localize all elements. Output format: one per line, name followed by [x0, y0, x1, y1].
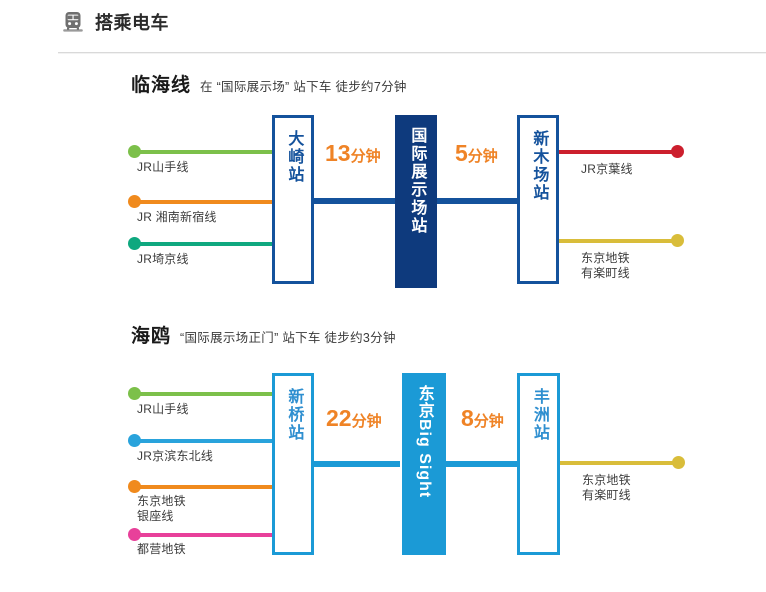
feeder-label: 东京地铁 有楽町线	[582, 473, 631, 502]
line-endpoint-dot	[128, 145, 141, 158]
train-icon	[60, 10, 86, 36]
feeder-label: JR京葉线	[581, 162, 633, 176]
feeder-label: JR山手线	[137, 160, 189, 174]
station-name: 大崎站	[285, 130, 303, 184]
travel-time-number: 5	[455, 140, 468, 166]
station-name: 新桥站	[285, 388, 303, 442]
line-endpoint-dot	[128, 195, 141, 208]
feeder-line	[559, 150, 677, 154]
feeder-label: JR山手线	[137, 402, 189, 416]
travel-time-unit: 分钟	[467, 148, 498, 165]
section-heading-rinkai: 临海线 在 “国际展示场” 站下车 徒步约7分钟	[131, 70, 407, 97]
connector-bar	[310, 461, 400, 467]
header-divider	[58, 52, 766, 54]
station-name: 国际展示场站	[408, 127, 426, 235]
section-note: “国际展示场正门” 站下车 徒步约3分钟	[180, 331, 396, 345]
section-name: 海鸥	[131, 326, 172, 347]
connector-bar	[433, 198, 521, 204]
station-name: 东京Big Sight	[415, 385, 433, 499]
feeder-line	[560, 461, 678, 465]
station-box-shimbashi[interactable]: 新桥站	[272, 373, 314, 555]
feeder-line	[136, 439, 276, 443]
station-name: 新木场站	[530, 130, 548, 202]
travel-time-unit: 分钟	[473, 413, 504, 430]
feeder-line	[136, 150, 276, 154]
page-header: 搭乘电车	[60, 10, 169, 36]
feeder-label: JR京滨东北线	[137, 449, 214, 463]
travel-time-unit: 分钟	[351, 413, 382, 430]
connector-bar	[443, 461, 521, 467]
station-name: 丰洲站	[530, 388, 548, 442]
line-endpoint-dot	[128, 480, 141, 493]
travel-time-number: 8	[461, 405, 474, 431]
station-box-kokusai-tenjijo[interactable]: 国际展示场站	[395, 115, 437, 288]
line-endpoint-dot	[672, 456, 685, 469]
line-endpoint-dot	[671, 234, 684, 247]
feeder-label: 东京地铁 有楽町线	[581, 251, 630, 280]
feeder-line	[136, 533, 276, 537]
feeder-line	[136, 392, 276, 396]
travel-time: 5分钟	[455, 140, 498, 167]
section-heading-yurikamome: 海鸥 “国际展示场正门” 站下车 徒步约3分钟	[131, 321, 396, 348]
section-name: 临海线	[131, 75, 192, 96]
station-box-tokyo-big-sight[interactable]: 东京Big Sight	[402, 373, 446, 555]
travel-time-number: 22	[326, 405, 352, 431]
line-endpoint-dot	[128, 387, 141, 400]
line-endpoint-dot	[128, 434, 141, 447]
page-title: 搭乘电车	[95, 13, 169, 33]
feeder-label: JR埼京线	[137, 252, 189, 266]
connector-bar	[310, 198, 400, 204]
feeder-label: 东京地铁 银座线	[137, 494, 186, 523]
travel-time-number: 13	[325, 140, 351, 166]
travel-time: 8分钟	[461, 405, 504, 432]
station-box-shinkiba[interactable]: 新木场站	[517, 115, 559, 284]
feeder-line	[559, 239, 677, 243]
line-endpoint-dot	[671, 145, 684, 158]
section-note: 在 “国际展示场” 站下车 徒步约7分钟	[200, 80, 407, 94]
station-box-osaki[interactable]: 大崎站	[272, 115, 314, 284]
feeder-line	[136, 242, 276, 246]
travel-time-unit: 分钟	[350, 148, 381, 165]
line-endpoint-dot	[128, 528, 141, 541]
feeder-label: 都营地铁	[137, 542, 186, 556]
feeder-line	[136, 200, 276, 204]
feeder-label: JR 湘南新宿线	[137, 210, 217, 224]
travel-time: 13分钟	[325, 140, 381, 167]
travel-time: 22分钟	[326, 405, 382, 432]
station-box-toyosu[interactable]: 丰洲站	[517, 373, 560, 555]
line-endpoint-dot	[128, 237, 141, 250]
feeder-line	[136, 485, 276, 489]
